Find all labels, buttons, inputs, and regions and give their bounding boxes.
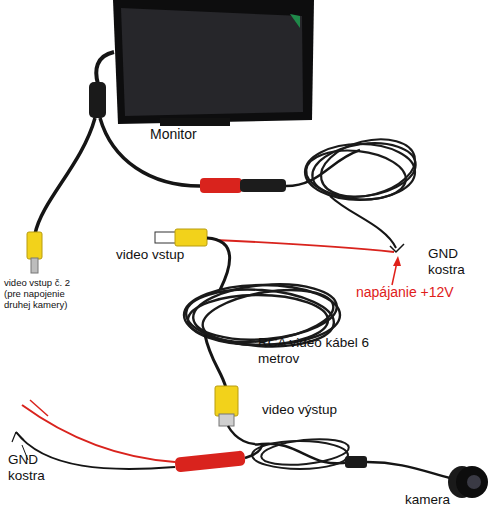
- power-connector: [200, 178, 242, 193]
- part-label: GND kostra: [428, 246, 478, 277]
- wire-end: [12, 432, 24, 442]
- power-wire: [215, 240, 394, 252]
- ground-wire: [16, 432, 175, 469]
- part-label: RCA video kábel 6 metrov: [258, 335, 376, 366]
- wire: [330, 196, 396, 248]
- part-label: Monitor: [150, 126, 240, 142]
- cable-junction: [89, 82, 106, 118]
- part-label: napájanie +12V: [356, 284, 496, 300]
- monitor-screen: [121, 8, 303, 116]
- rca-pin: [31, 258, 38, 273]
- screen-mark: [290, 14, 300, 28]
- power-connector: [174, 450, 245, 472]
- part-label: video vstup: [116, 247, 216, 263]
- wire-end: [390, 244, 404, 252]
- wire: [205, 335, 226, 388]
- arrow-head: [393, 256, 401, 266]
- rca-plug: [27, 232, 42, 259]
- monitor-frame: [113, 0, 314, 124]
- camera-lens: [467, 475, 481, 489]
- wire: [96, 52, 114, 84]
- part-label: video vstup č. 2 (pre napojenie druhej k…: [4, 278, 88, 311]
- camera-head: [456, 466, 488, 498]
- wire-end: [30, 400, 48, 416]
- rca-socket: [219, 414, 234, 426]
- wire: [35, 118, 95, 234]
- wire: [207, 238, 230, 290]
- cable-coil: [252, 435, 350, 469]
- wire: [245, 444, 262, 458]
- cable-coil: [304, 130, 421, 206]
- part-label: kamera: [405, 492, 485, 508]
- wire: [367, 462, 450, 478]
- rca-plug: [175, 229, 207, 246]
- part-label: video výstup: [262, 402, 372, 418]
- monitor-stand: [160, 118, 230, 126]
- cable-junction: [345, 456, 367, 468]
- part-label: GND kostra: [8, 452, 58, 483]
- rca-plug: [215, 386, 238, 416]
- power-connector: [240, 179, 286, 192]
- rca-tip: [155, 232, 177, 243]
